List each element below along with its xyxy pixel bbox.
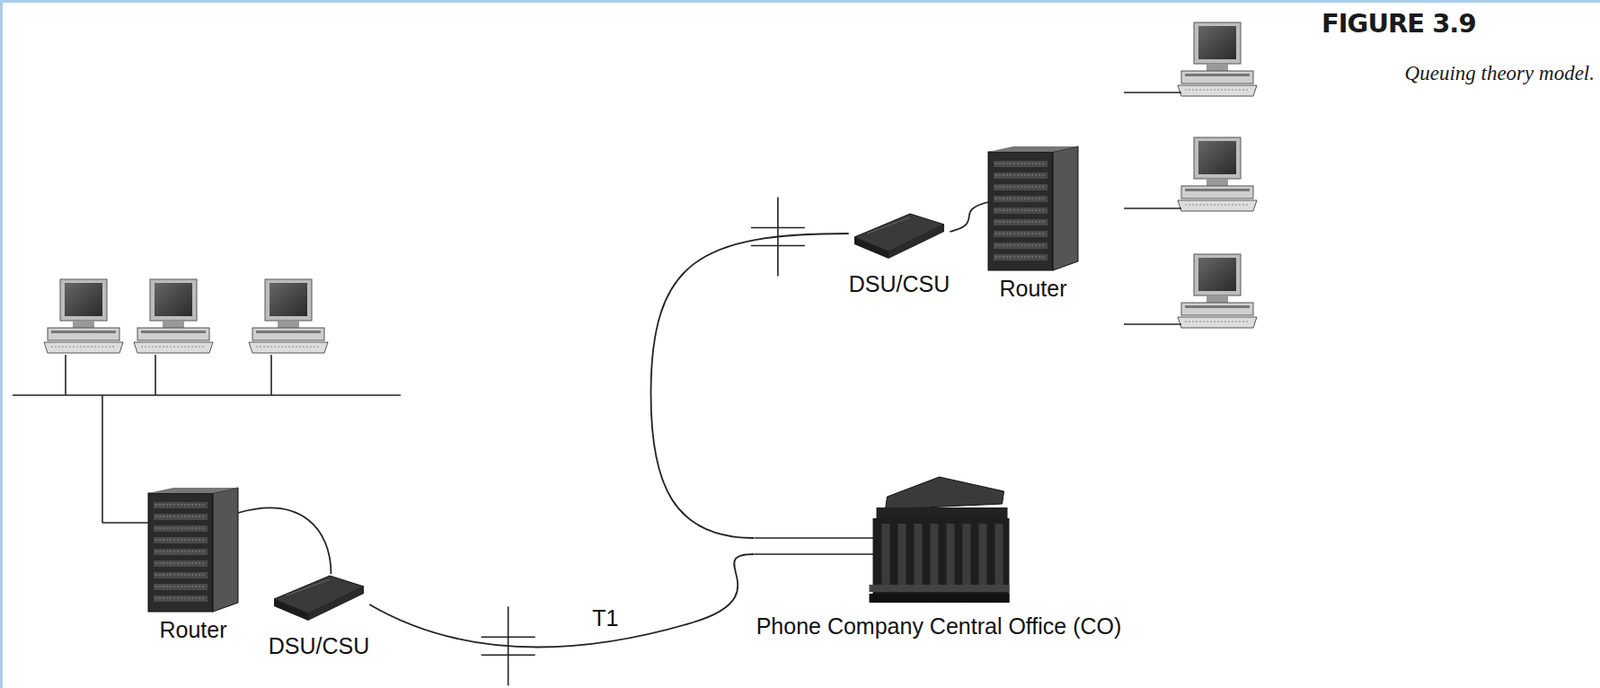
figure-title: FIGURE 3.9	[1321, 8, 1477, 39]
node-label: Phone Company Central Office (CO)	[756, 613, 1123, 640]
node-label: Router	[159, 617, 227, 644]
figure-caption: Queuing theory model.	[1405, 61, 1595, 86]
cable-connector	[238, 508, 331, 575]
node-label: Router	[998, 275, 1067, 302]
node-label: DSU/CSU	[848, 271, 951, 298]
dsu-csu-device	[274, 574, 364, 621]
router-node: Router	[148, 487, 239, 644]
cable-connector	[949, 202, 989, 232]
node-label: DSU/CSU	[268, 633, 371, 660]
cable-connector	[651, 233, 849, 539]
computer-cables	[1123, 92, 1182, 325]
central-office-building	[754, 477, 1124, 603]
line-label: T1	[590, 605, 620, 632]
office-node: Phone Company Central Office (CO)	[754, 477, 1124, 640]
telephone-pole-symbol	[751, 196, 805, 276]
cable-connector	[369, 554, 754, 648]
dsu-csu-device	[854, 212, 945, 259]
dsu-node: DSU/CSU	[848, 212, 951, 298]
left-computers	[44, 279, 328, 354]
router-node: Router	[988, 146, 1079, 302]
router-icon	[988, 146, 1079, 271]
right-computers	[1177, 22, 1257, 328]
dsu-node: DSU/CSU	[268, 574, 371, 660]
router-icon	[148, 487, 239, 612]
telephone-pole-symbol	[481, 606, 536, 686]
